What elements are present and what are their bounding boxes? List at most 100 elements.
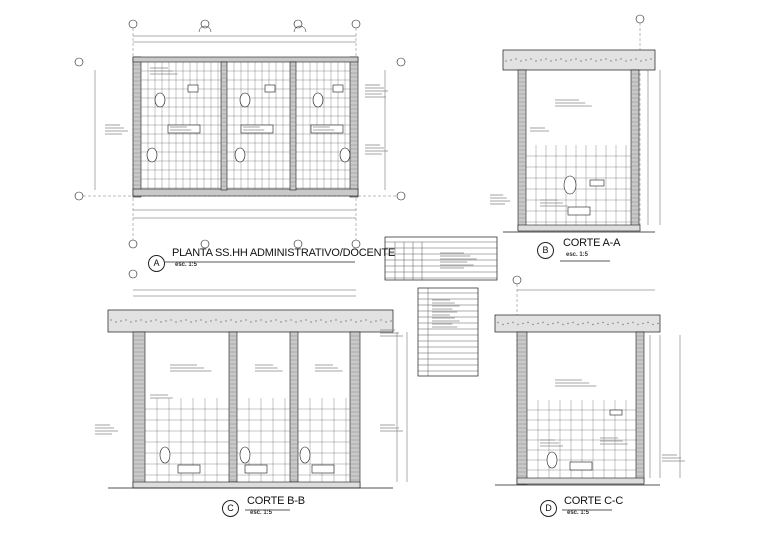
slab-aggregate: [265, 321, 267, 323]
slab-aggregate: [507, 322, 509, 325]
drawing-a-scale: esc. 1:5: [175, 262, 198, 268]
slab-aggregate: [620, 58, 622, 60]
finish-schedule-table: [417, 287, 479, 377]
toilet-fixture: [299, 446, 311, 464]
sink-fixture: [264, 84, 276, 93]
slab-aggregate: [355, 321, 357, 323]
slab-aggregate: [130, 321, 132, 323]
slab-aggregate: [652, 323, 654, 326]
grid-bubble: [351, 19, 361, 29]
drawing-c-scale: esc. 1:5: [250, 510, 273, 516]
toilet-fixture: [159, 446, 171, 464]
slab-aggregate: [657, 322, 659, 325]
slab-aggregate: [597, 322, 599, 325]
room-label-box: [311, 464, 335, 474]
drawing-b-title: CORTE A-A: [563, 237, 621, 249]
toilet-fixture: [234, 147, 246, 163]
slab-aggregate: [310, 321, 312, 323]
slab-aggregate: [602, 321, 604, 324]
slab-aggregate: [290, 319, 292, 321]
slab-aggregate: [612, 322, 614, 325]
drawing-c-marker: C: [222, 500, 239, 517]
slab-aggregate: [260, 319, 262, 321]
slab-aggregate: [215, 319, 217, 321]
room-label-box: [167, 124, 201, 134]
toilet-fixture: [546, 451, 558, 469]
sink-fixture: [589, 179, 605, 187]
slab-aggregate: [365, 319, 367, 321]
slab-aggregate: [542, 321, 544, 324]
slab-aggregate: [622, 323, 624, 326]
slab-aggregate: [540, 59, 542, 61]
slab-aggregate: [385, 321, 387, 323]
slab-aggregate: [140, 319, 142, 321]
sink-fixture: [187, 84, 199, 93]
slab-aggregate: [325, 321, 327, 323]
masonry-wall: [289, 331, 299, 483]
slab-aggregate: [572, 321, 574, 324]
slab-aggregate: [155, 319, 157, 321]
slab-aggregate: [617, 321, 619, 324]
slab-aggregate: [380, 319, 382, 321]
grid-bubble: [128, 19, 138, 29]
slab-aggregate: [235, 321, 237, 323]
slab-aggregate: [230, 319, 232, 321]
grid-bubble: [512, 275, 522, 285]
grid-bubble: [635, 14, 645, 24]
slab-aggregate: [555, 59, 557, 61]
slab-aggregate: [165, 320, 167, 322]
slab-aggregate: [335, 319, 337, 321]
drawing-b-scale: esc. 1:5: [566, 252, 589, 258]
slab-aggregate: [550, 60, 552, 62]
slab-aggregate: [567, 322, 569, 325]
slab-aggregate: [180, 320, 182, 322]
grid-bubble: [293, 19, 303, 29]
slab-aggregate: [225, 320, 227, 322]
slab-aggregate: [607, 323, 609, 326]
slab-aggregate: [345, 320, 347, 322]
toilet-fixture: [239, 446, 251, 464]
slab-aggregate: [530, 58, 532, 60]
drawing-d-marker: D: [540, 500, 557, 517]
slab-aggregate: [250, 321, 252, 323]
toilet-fixture: [154, 92, 166, 108]
slab-aggregate: [160, 321, 162, 323]
slab-aggregate: [502, 323, 504, 326]
drawing-a-marker: A: [148, 255, 165, 272]
drawing-d-scale: esc. 1:5: [567, 510, 590, 516]
toilet-fixture: [312, 92, 324, 108]
slab-aggregate: [640, 60, 642, 62]
door-swing: [293, 25, 307, 33]
masonry-wall: [349, 331, 361, 488]
drawing-d-title: CORTE C-C: [564, 495, 624, 507]
slab-aggregate: [245, 319, 247, 321]
slab-aggregate: [305, 319, 307, 321]
drawing-a-title: PLANTA SS.HH ADMINISTRATIVO/DOCENTE: [172, 247, 396, 259]
slab-aggregate: [522, 322, 524, 325]
grid-bubble: [396, 191, 406, 201]
slab-aggregate: [200, 319, 202, 321]
slab-aggregate: [275, 319, 277, 321]
slab-aggregate: [515, 58, 517, 60]
slab-aggregate: [582, 322, 584, 325]
grid-bubble: [74, 191, 84, 201]
room-label-box: [244, 464, 268, 474]
room-label-box: [310, 124, 344, 134]
slab-aggregate: [615, 59, 617, 61]
slab-aggregate: [190, 321, 192, 323]
drawing-c-title: CORTE B-B: [247, 495, 305, 507]
room-label-box: [177, 464, 201, 474]
slab-aggregate: [635, 58, 637, 60]
toilet-fixture: [563, 175, 577, 195]
toilet-fixture: [146, 147, 158, 163]
grid-bubble: [128, 239, 138, 249]
slab-aggregate: [220, 321, 222, 323]
roof-slab: [502, 49, 656, 71]
slab-aggregate: [642, 322, 644, 325]
slab-aggregate: [280, 321, 282, 323]
floor-slab: [516, 477, 645, 485]
slab-aggregate: [520, 60, 522, 62]
slab-aggregate: [650, 58, 652, 60]
